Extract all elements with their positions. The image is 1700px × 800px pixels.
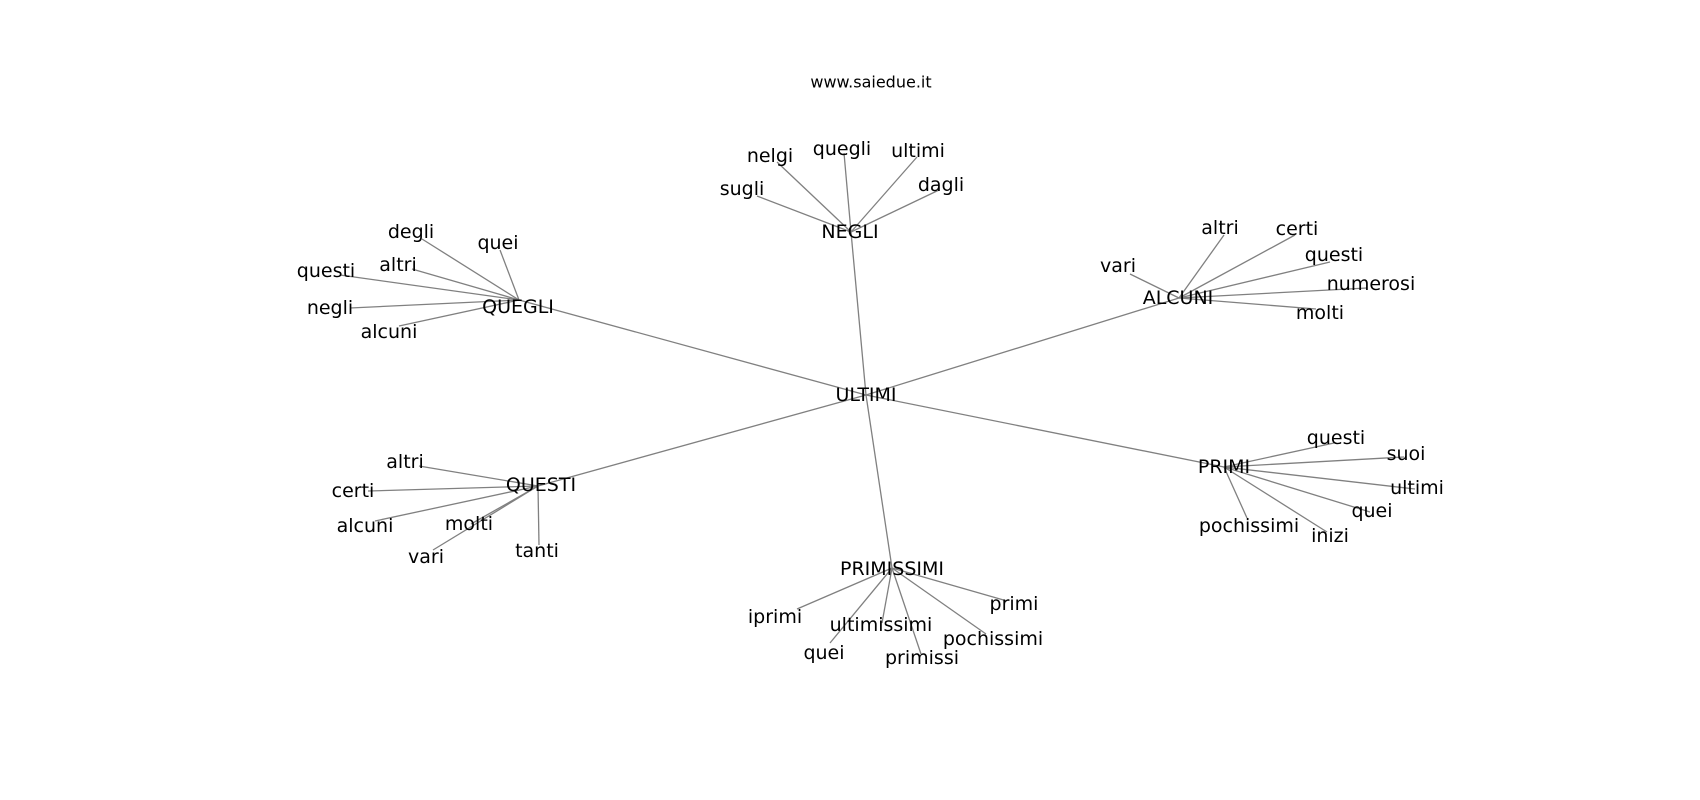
edge-primissimi-primissi bbox=[891, 567, 922, 655]
leaf-node-primi-inizi: inizi bbox=[1311, 525, 1349, 547]
edge-alcuni-molti bbox=[1178, 297, 1317, 310]
edge-questi-alcuni bbox=[374, 485, 539, 522]
leaf-node-negli-quegli: quegli bbox=[813, 138, 871, 160]
edge-negli-quegli bbox=[843, 152, 852, 233]
edge-primissimi-iprimi bbox=[796, 567, 893, 610]
edge-quegli-negli bbox=[349, 299, 520, 309]
leaf-node-questi-certi: certi bbox=[332, 480, 375, 502]
graph-nodes: ULTIMI NEGLI sugli nelgi quegli ultimi dagliQU… bbox=[297, 138, 1444, 669]
leaf-node-primissimi-iprimi: iprimi bbox=[748, 606, 802, 628]
edge-center-alcuni bbox=[865, 297, 1180, 396]
edge-negli-ultimi bbox=[850, 156, 918, 233]
edge-negli-sugli bbox=[756, 195, 852, 233]
leaf-node-primissimi-pochissimi: pochissimi bbox=[943, 628, 1043, 650]
leaf-node-negli-nelgi: nelgi bbox=[747, 145, 793, 167]
leaf-node-quegli-negli: negli bbox=[307, 297, 353, 319]
leaf-node-alcuni-altri: altri bbox=[1201, 217, 1238, 239]
leaf-node-primi-questi: questi bbox=[1307, 427, 1365, 449]
edge-primissimi-pochissimi bbox=[891, 567, 987, 635]
leaf-node-questi-tanti: tanti bbox=[515, 540, 559, 562]
leaf-node-quegli-degli: degli bbox=[388, 221, 434, 243]
leaf-node-quegli-questi: questi bbox=[297, 260, 355, 282]
leaf-node-quegli-alcuni: alcuni bbox=[361, 321, 418, 343]
hub-node-primissimi: PRIMISSIMI bbox=[840, 558, 944, 580]
edge-primi-ultimi bbox=[1223, 466, 1416, 490]
leaf-node-primissimi-ultimissimi: ultimissimi bbox=[830, 614, 933, 636]
edge-questi-vari bbox=[432, 485, 539, 551]
hub-node-questi: QUESTI bbox=[506, 474, 576, 496]
leaf-node-alcuni-questi: questi bbox=[1305, 244, 1363, 266]
leaf-node-primissimi-primissi: primissi bbox=[885, 647, 959, 669]
leaf-node-primissimi-primi: primi bbox=[990, 593, 1039, 615]
edge-center-questi bbox=[537, 394, 867, 487]
edge-primissimi-quei bbox=[829, 567, 893, 644]
leaf-node-primi-quei: quei bbox=[1351, 500, 1392, 522]
leaf-node-primi-ultimi: ultimi bbox=[1390, 477, 1444, 499]
leaf-node-questi-altri: altri bbox=[386, 451, 423, 473]
leaf-node-questi-molti: molti bbox=[445, 513, 493, 535]
hub-node-quegli: QUEGLI bbox=[482, 296, 554, 318]
edge-negli-dagli bbox=[850, 189, 940, 233]
edge-alcuni-questi bbox=[1178, 261, 1331, 299]
leaf-node-primissimi-quei: quei bbox=[803, 642, 844, 664]
edge-quegli-quei bbox=[499, 249, 520, 301]
hub-node-primi: PRIMI bbox=[1198, 456, 1250, 478]
leaf-node-alcuni-certi: certi bbox=[1276, 218, 1319, 240]
leaf-node-alcuni-vari: vari bbox=[1100, 255, 1136, 277]
leaf-node-negli-dagli: dagli bbox=[918, 174, 964, 196]
center-node-label: ULTIMI bbox=[835, 384, 896, 406]
edge-negli-nelgi bbox=[776, 161, 852, 233]
edge-questi-altri bbox=[418, 465, 539, 487]
edge-alcuni-altri bbox=[1178, 234, 1225, 299]
edge-primi-pochissimi bbox=[1223, 466, 1248, 519]
hub-node-alcuni: ALCUNI bbox=[1143, 287, 1214, 309]
edge-quegli-alcuni bbox=[398, 299, 520, 327]
leaf-node-primi-pochissimi: pochissimi bbox=[1199, 515, 1299, 537]
edge-alcuni-certi bbox=[1178, 234, 1296, 299]
leaf-node-alcuni-molti: molti bbox=[1296, 302, 1344, 324]
edge-alcuni-vari bbox=[1129, 273, 1180, 299]
edge-questi-tanti bbox=[537, 485, 540, 546]
leaf-node-negli-ultimi: ultimi bbox=[891, 140, 945, 162]
edge-primi-questi bbox=[1223, 442, 1335, 468]
edge-quegli-questi bbox=[339, 274, 520, 301]
edge-quegli-altri bbox=[411, 268, 520, 301]
edge-center-primi bbox=[865, 394, 1225, 468]
edge-primissimi-ultimissimi bbox=[881, 567, 893, 624]
leaf-node-quegli-altri: altri bbox=[379, 254, 416, 276]
edge-center-quegli bbox=[518, 299, 867, 396]
edge-center-primissimi bbox=[865, 394, 893, 569]
edge-primi-suoi bbox=[1223, 456, 1405, 468]
leaf-node-questi-alcuni: alcuni bbox=[337, 515, 394, 537]
edge-questi-certi bbox=[367, 485, 539, 492]
edge-primi-quei bbox=[1223, 466, 1371, 513]
leaf-node-negli-sugli: sugli bbox=[720, 178, 765, 200]
leaf-node-questi-vari: vari bbox=[408, 546, 444, 568]
edge-center-negli bbox=[850, 231, 867, 396]
edge-primissimi-primi bbox=[891, 567, 1008, 602]
edge-primi-inizi bbox=[1223, 466, 1328, 533]
edge-alcuni-numerosi bbox=[1178, 287, 1368, 299]
leaf-node-primi-suoi: suoi bbox=[1387, 443, 1426, 465]
watermark-text: www.saiedue.it bbox=[810, 73, 931, 92]
leaf-node-quegli-quei: quei bbox=[477, 232, 518, 254]
graph-edges bbox=[339, 152, 1416, 655]
leaf-node-alcuni-numerosi: numerosi bbox=[1327, 273, 1415, 295]
hub-node-negli: NEGLI bbox=[821, 221, 878, 243]
edge-quegli-degli bbox=[421, 238, 520, 301]
